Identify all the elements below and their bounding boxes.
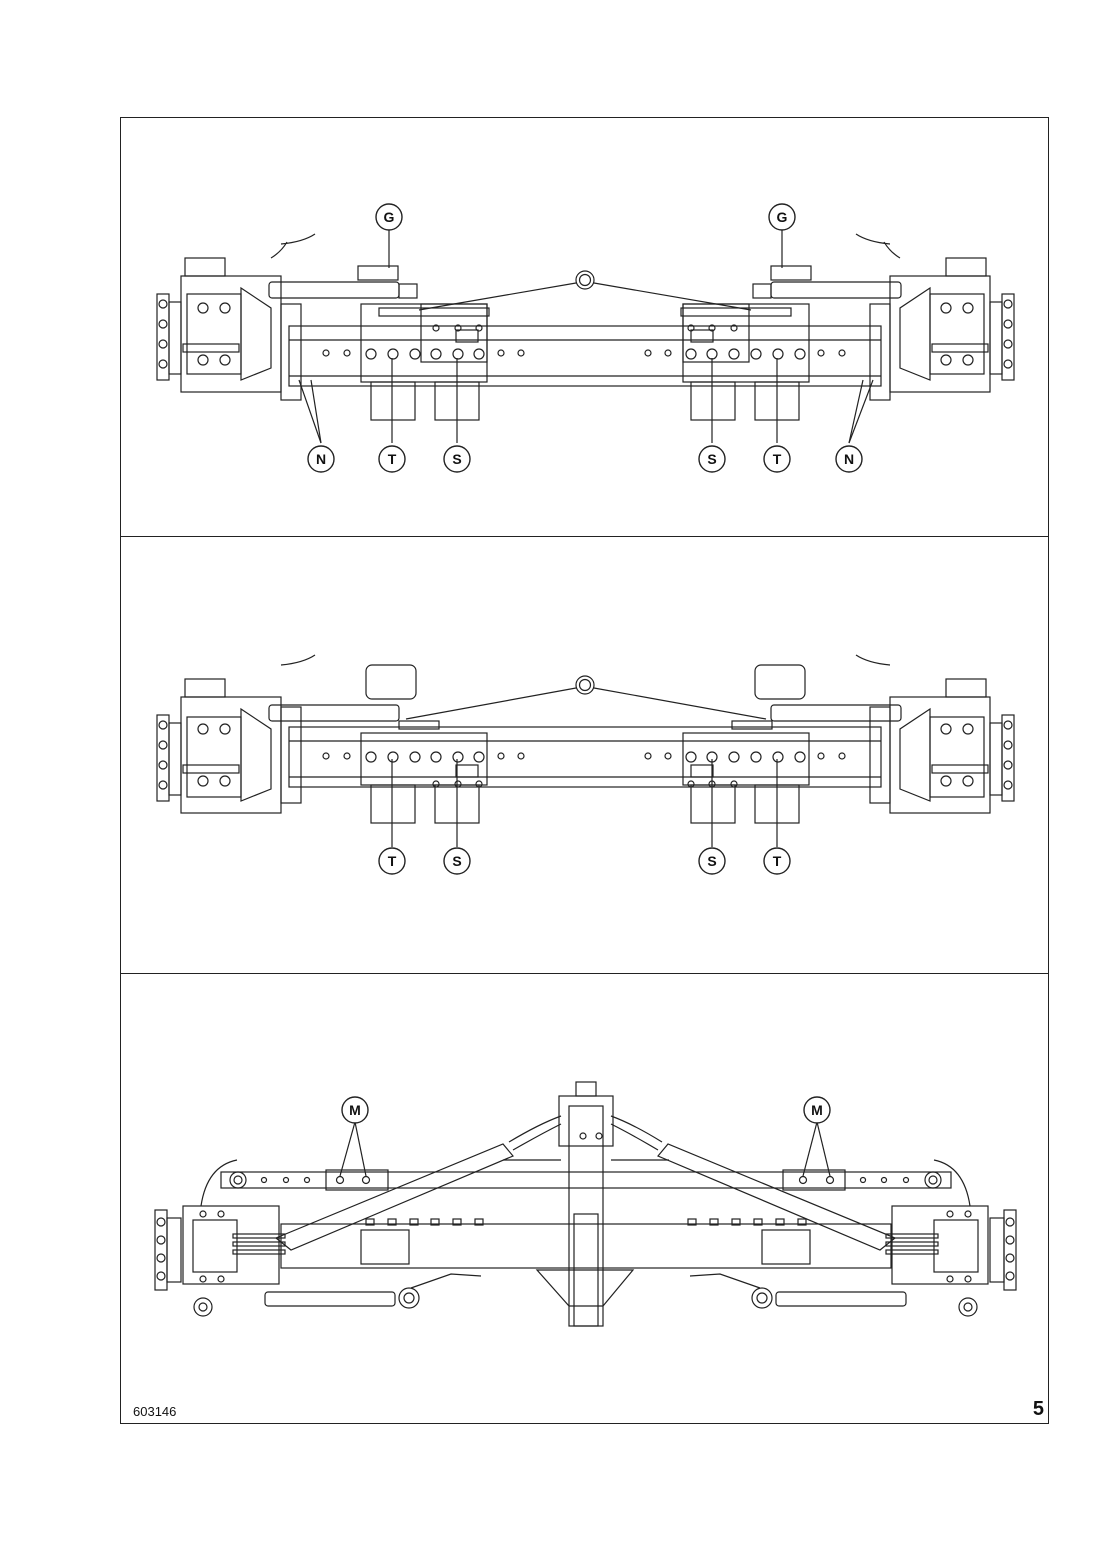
svg-text:S: S	[452, 451, 461, 467]
figure-id: 603146	[133, 1404, 177, 1419]
axle-drawing-1: G G N T S S T N	[156, 203, 1015, 473]
svg-text:N: N	[316, 451, 326, 467]
svg-text:T: T	[388, 853, 397, 869]
callout-n-left: N	[307, 445, 335, 473]
callout-s-right: S	[698, 847, 726, 875]
figure-number: 5	[1032, 1398, 1044, 1420]
wheel-hub-right	[885, 1205, 1017, 1291]
callout-m-right: M	[803, 1096, 831, 1124]
callout-n-right: N	[835, 445, 863, 473]
support-t-left	[370, 381, 416, 421]
callout-m-left: M	[341, 1096, 369, 1124]
panel-axle-supported: T S S T	[121, 537, 1048, 973]
wheel-hub-right	[855, 654, 1015, 814]
callout-t-left: T	[378, 847, 406, 875]
lower-cylinder-right	[775, 1291, 907, 1307]
callout-t-right: T	[763, 847, 791, 875]
callout-g-left: G	[375, 203, 403, 231]
support-t-left	[370, 784, 416, 824]
wheel-hub-left	[156, 654, 316, 814]
diagonal-strut-right	[657, 1143, 897, 1251]
callout-s-left: S	[443, 847, 471, 875]
axle-drawing-2: T S S T	[156, 654, 1015, 875]
steering-cylinder-right	[770, 281, 902, 299]
svg-text:G: G	[384, 209, 395, 225]
axle-beam	[288, 325, 882, 387]
svg-text:S: S	[707, 451, 716, 467]
lower-cylinder-left	[264, 1291, 396, 1307]
lifting-ring	[575, 675, 595, 695]
wheel-hub-left	[156, 233, 316, 401]
panel-divider-1	[121, 536, 1048, 537]
callout-t-right: T	[763, 445, 791, 473]
callout-g-right: G	[768, 203, 796, 231]
sling-left	[418, 282, 577, 311]
svg-text:G: G	[777, 209, 788, 225]
callout-s-left: S	[443, 445, 471, 473]
svg-text:S: S	[452, 853, 461, 869]
beam-holes	[322, 349, 846, 357]
axle-beam	[288, 726, 882, 788]
callout-s-right: S	[698, 445, 726, 473]
support-s-right	[690, 381, 736, 421]
sling-right	[593, 282, 752, 311]
panel-axle-lifting-slings: G G N T S S T N	[121, 118, 1048, 536]
axle-drawing-3: M M	[154, 1081, 1017, 1327]
svg-text:T: T	[773, 451, 782, 467]
lifting-ring	[575, 270, 595, 290]
svg-text:N: N	[844, 451, 854, 467]
svg-text:M: M	[811, 1102, 823, 1118]
wheel-hub-left	[154, 1205, 286, 1291]
panel-divider-2	[121, 973, 1048, 974]
callout-t-left: T	[378, 445, 406, 473]
adjustment-holes	[260, 1175, 910, 1185]
support-s-right	[690, 784, 736, 824]
svg-text:M: M	[349, 1102, 361, 1118]
upper-frame-bar	[220, 1171, 952, 1189]
svg-text:T: T	[388, 451, 397, 467]
svg-text:S: S	[707, 853, 716, 869]
panel-axle-top-view: M M 603146 5	[121, 974, 1048, 1423]
svg-text:T: T	[773, 853, 782, 869]
steering-cylinder-left	[268, 281, 400, 299]
wheel-hub-right	[855, 233, 1015, 401]
drawing-frame: G G N T S S T N	[120, 117, 1049, 1424]
diagonal-strut-left	[274, 1143, 514, 1251]
